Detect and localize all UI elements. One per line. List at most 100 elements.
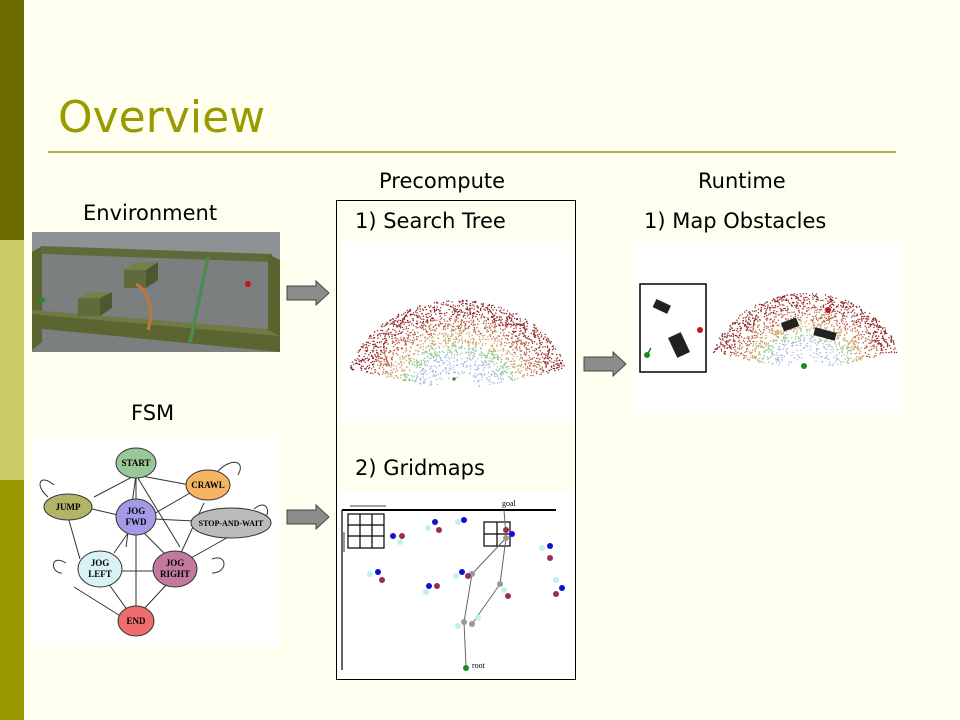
tree-sample-point [854, 336, 856, 339]
tree-sample-point [854, 352, 856, 355]
tree-sample-point [448, 361, 451, 363]
tree-sample-point [415, 349, 417, 352]
tree-sample-point [856, 341, 858, 344]
tree-sample-point [407, 353, 409, 355]
tree-sample-point [408, 370, 410, 372]
tree-sample-point [790, 361, 793, 363]
tree-sample-point [748, 319, 750, 321]
tree-sample-point [782, 299, 785, 301]
tree-sample-point [379, 335, 381, 337]
tree-sample-point [386, 364, 388, 367]
tree-sample-point [520, 366, 522, 368]
tree-sample-point [766, 356, 769, 358]
tree-sample-point [472, 348, 474, 350]
tree-sample-point [460, 334, 462, 337]
tree-sample-point [519, 323, 521, 325]
tree-sample-point [446, 335, 449, 337]
tree-sample-point [719, 343, 722, 345]
tree-sample-point [805, 344, 807, 347]
tree-sample-point [389, 351, 391, 353]
tree-sample-point [400, 374, 402, 377]
tree-sample-point [373, 337, 376, 339]
tree-sample-point [837, 363, 839, 365]
tree-sample-point [448, 308, 450, 311]
tree-sample-point [803, 347, 806, 349]
tree-sample-point [764, 349, 767, 351]
tree-sample-point [469, 303, 472, 305]
tree-sample-point [720, 341, 722, 343]
tree-sample-point [374, 371, 377, 373]
tree-sample-point [450, 317, 452, 320]
tree-sample-point [739, 344, 741, 346]
tree-sample-point [473, 305, 475, 307]
tree-sample-point [798, 299, 800, 302]
tree-sample-point [487, 305, 489, 307]
tree-sample-point [786, 314, 788, 316]
tree-sample-point [474, 361, 477, 363]
tree-sample-point [808, 301, 811, 303]
left-accent-strip [0, 0, 24, 720]
tree-sample-point [425, 308, 427, 311]
tree-sample-point [419, 315, 421, 317]
tree-sample-point [393, 364, 395, 367]
tree-sample-point [409, 359, 412, 362]
tree-sample-point [547, 372, 549, 374]
tree-sample-point [778, 348, 780, 351]
tree-sample-point [800, 295, 802, 298]
tree-sample-point [394, 329, 396, 332]
tree-sample-point [378, 346, 380, 348]
tree-sample-point [544, 336, 546, 338]
tree-sample-point [778, 314, 781, 316]
tree-sample-point [435, 347, 437, 350]
tree-sample-point [846, 352, 848, 355]
tree-sample-point [879, 353, 881, 355]
tree-sample-point [365, 367, 367, 369]
tree-sample-point [832, 348, 834, 350]
tree-sample-point [827, 300, 829, 302]
tree-sample-point [416, 365, 419, 368]
tree-sample-point [414, 311, 417, 313]
tree-sample-point [789, 302, 791, 305]
tree-sample-point [811, 321, 814, 323]
tree-sample-point [846, 309, 848, 311]
tree-sample-point [806, 316, 808, 319]
tree-sample-point [436, 354, 438, 357]
tree-sample-point [774, 312, 776, 314]
tree-sample-point [430, 314, 433, 316]
tree-sample-point [430, 357, 432, 359]
tree-sample-point [861, 320, 863, 322]
tree-sample-point [418, 364, 420, 367]
tree-sample-point [877, 328, 879, 331]
tree-sample-point [471, 317, 474, 319]
tree-sample-point [398, 319, 400, 321]
tree-sample-point [393, 377, 395, 379]
tree-sample-point [539, 350, 541, 352]
tree-sample-point [827, 314, 830, 316]
tree-sample-point [490, 311, 492, 313]
tree-sample-point [426, 317, 429, 319]
tree-sample-point [389, 375, 392, 377]
tree-sample-point [808, 334, 811, 336]
tree-sample-point [431, 347, 433, 349]
tree-sample-point [831, 311, 833, 313]
tree-sample-point [845, 333, 848, 335]
tree-sample-point [474, 350, 476, 352]
tree-sample-point [807, 314, 809, 316]
tree-sample-point [429, 357, 431, 360]
tree-sample-point [392, 368, 395, 370]
tree-sample-point [461, 363, 463, 365]
tree-sample-point [722, 335, 724, 338]
tree-sample-point [511, 365, 514, 368]
tree-sample-point [399, 327, 402, 329]
tree-sample-point [460, 319, 463, 321]
tree-sample-point [437, 309, 440, 311]
tree-sample-point [805, 320, 808, 322]
tree-sample-point [816, 349, 818, 351]
tree-sample-point [775, 335, 777, 337]
tree-sample-point [822, 314, 824, 316]
tree-sample-point [505, 371, 507, 374]
tree-sample-point [461, 336, 463, 338]
tree-sample-point [747, 336, 749, 338]
tree-sample-point [535, 348, 538, 351]
tree-sample-point [765, 342, 768, 344]
